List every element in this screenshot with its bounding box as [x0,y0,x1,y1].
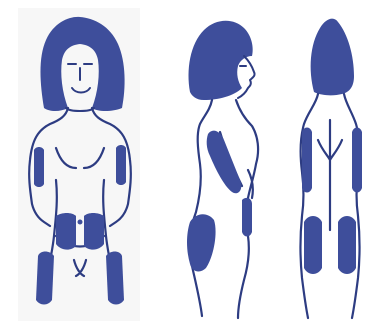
back-hair-shape [311,19,354,96]
back-left-hip-patch [304,216,322,274]
side-face-profile [238,56,255,98]
side-front-thigh-patch [242,198,252,237]
front-view-panel [0,0,160,321]
woman-side-view-icon [160,0,280,321]
back-right-hip-patch [338,216,356,274]
back-left-arm-patch [302,128,312,193]
side-view-panel [160,0,280,321]
side-hair-shape [189,21,253,100]
side-hip-patch [187,214,216,271]
back-right-arm-patch [352,128,362,193]
front-right-abdomen-patch [84,213,104,250]
front-left-thigh-patch [36,252,54,305]
back-view-panel [280,0,366,321]
front-left-abdomen-patch [56,213,76,250]
front-right-arm-patch [116,145,126,185]
front-left-arm-patch [34,147,44,187]
front-right-thigh-patch [106,252,124,305]
front-navel-dot [78,220,83,225]
back-body-outline [301,94,360,318]
woman-back-view-icon [280,0,366,321]
side-back-arm-patch [207,131,242,194]
woman-front-view-icon [0,0,160,321]
